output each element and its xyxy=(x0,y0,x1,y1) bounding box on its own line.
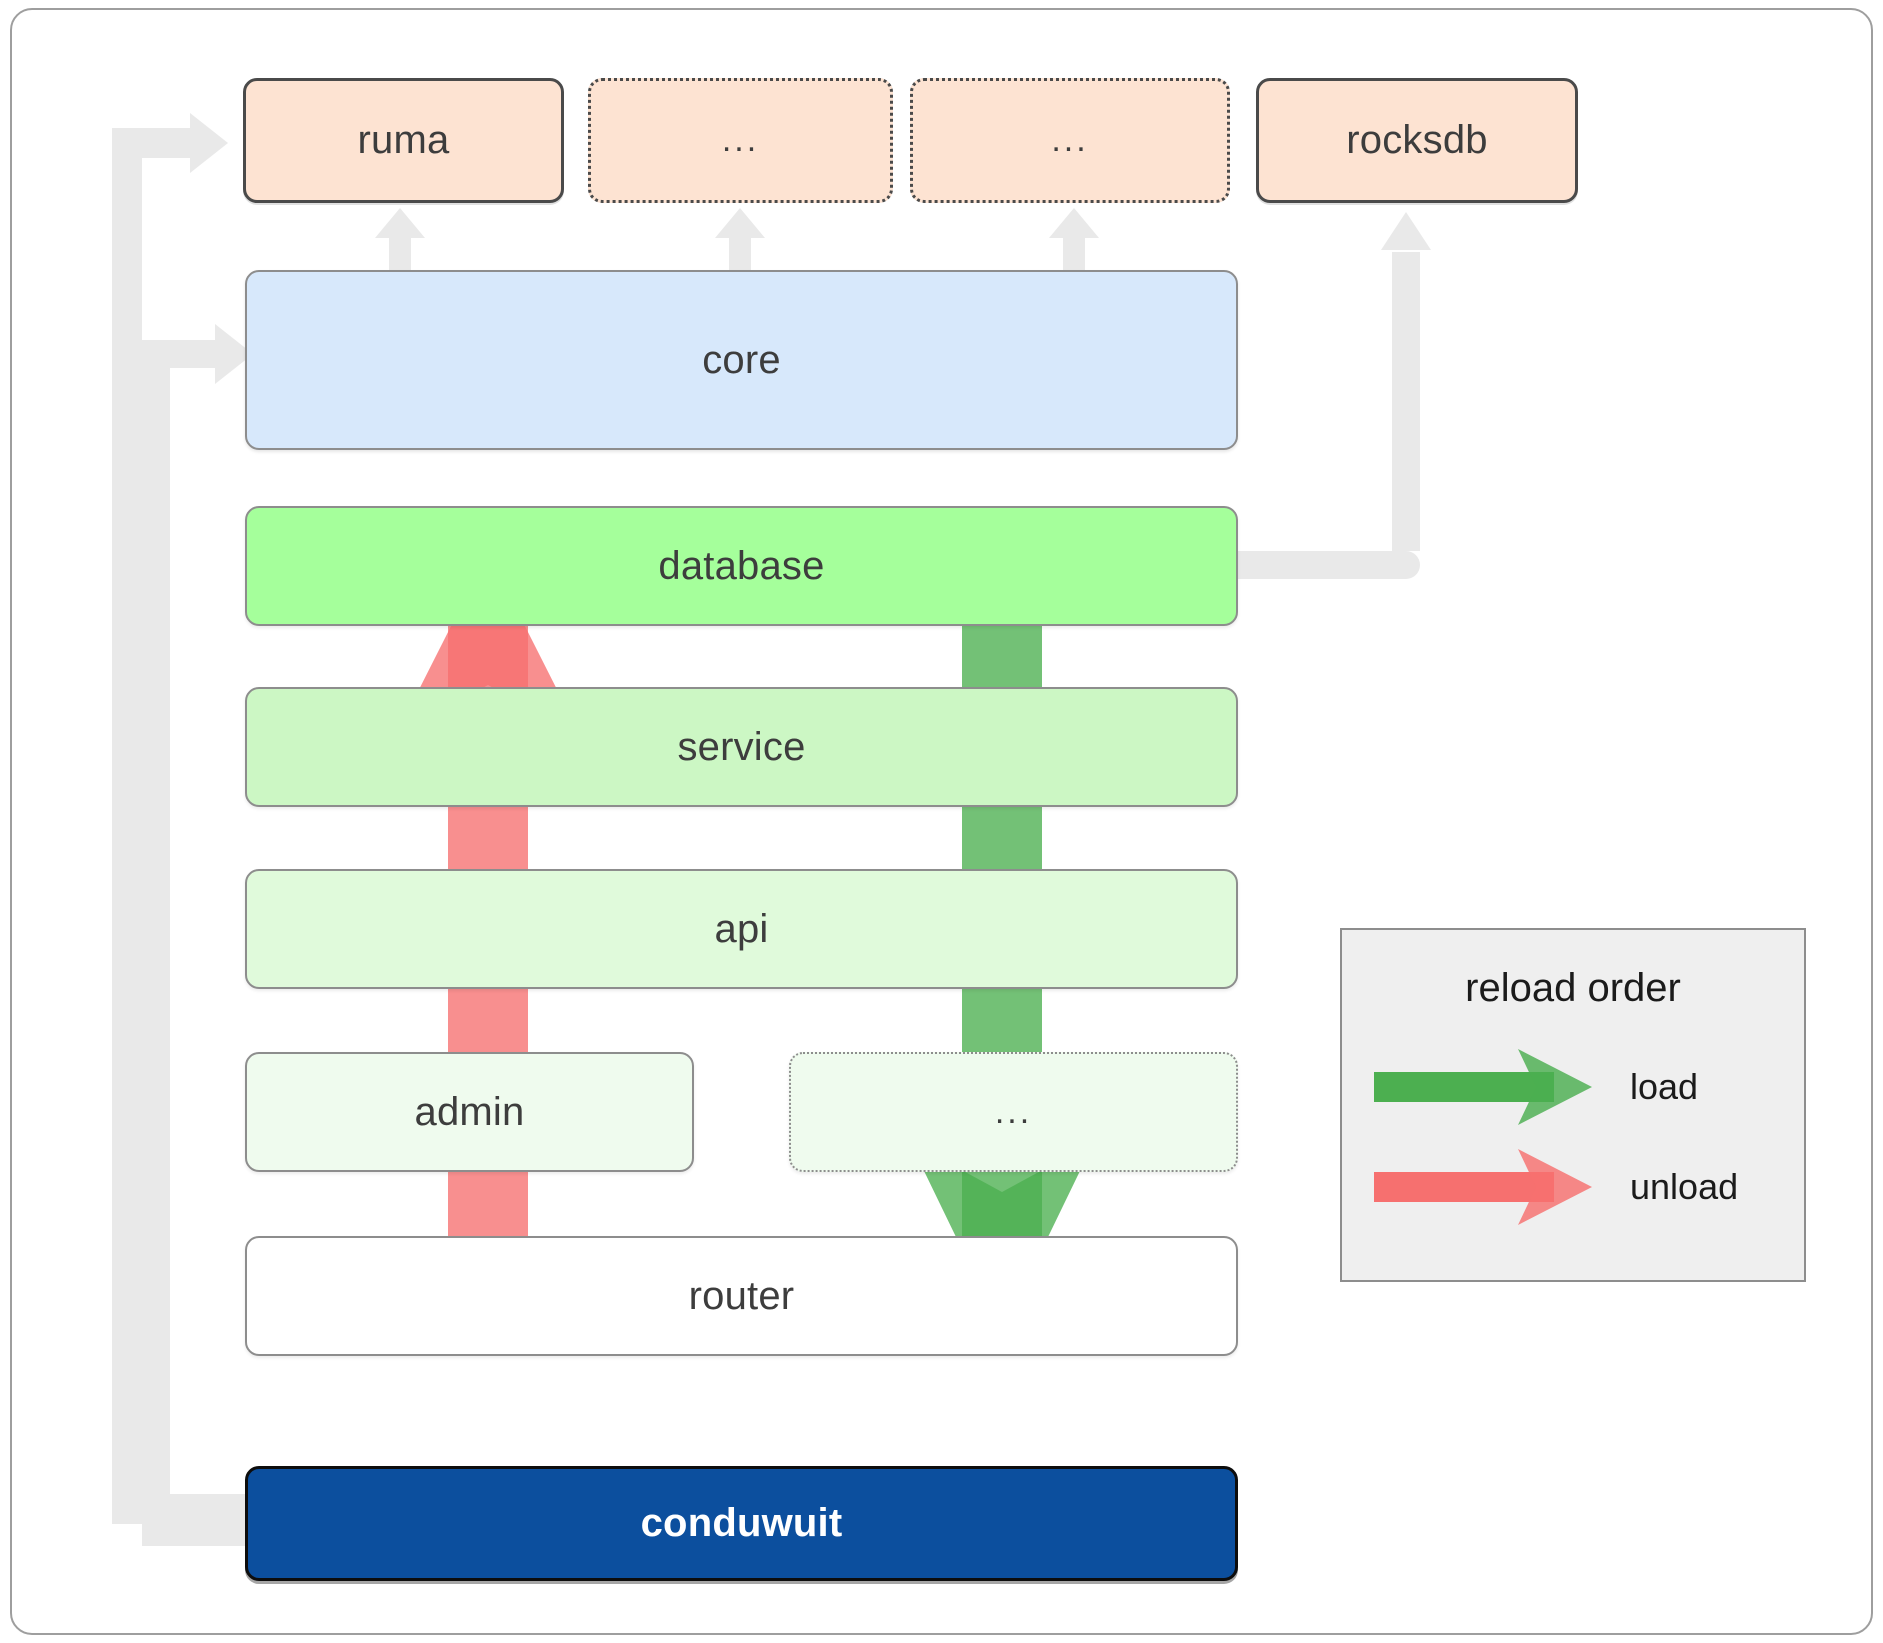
layer-box-service[interactable]: service xyxy=(245,687,1238,807)
layer-box-placeholder[interactable]: ... xyxy=(789,1052,1238,1172)
legend-load-label: load xyxy=(1630,1066,1699,1107)
connector-rocksdb-arrowhead xyxy=(1381,212,1431,250)
dependency-label-rocksdb: rocksdb xyxy=(1346,118,1488,162)
layer-label-service: service xyxy=(677,724,806,769)
layer-box-api[interactable]: api xyxy=(245,869,1238,989)
dependency-box-rocksdb[interactable]: rocksdb xyxy=(1256,78,1578,203)
core-label: core xyxy=(702,337,781,382)
legend-panel: reload order load unload xyxy=(1340,928,1806,1282)
layer-box-router[interactable]: router xyxy=(245,1236,1238,1356)
connector-core-to-ruma-arrowhead xyxy=(375,208,425,238)
legend-unload-arrow-head xyxy=(1518,1149,1592,1225)
dependency-label-placeholder-1: ... xyxy=(721,121,760,159)
connector-database-to-rocksdb-vertical xyxy=(1392,252,1420,551)
layer-label-router: router xyxy=(688,1273,795,1318)
app-label-conduwuit: conduwuit xyxy=(640,1501,843,1545)
layer-box-admin[interactable]: admin xyxy=(245,1052,694,1172)
connector-conduwuit-to-core-vertical xyxy=(142,340,170,1546)
dependency-box-placeholder-1[interactable]: ... xyxy=(588,78,893,203)
layer-label-admin: admin xyxy=(414,1089,525,1134)
layer-box-database[interactable]: database xyxy=(245,506,1238,626)
connector-core-to-dots2-arrowhead xyxy=(1049,208,1099,238)
legend-load-arrow-head xyxy=(1518,1049,1592,1125)
dependency-label-placeholder-2: ... xyxy=(1051,121,1089,159)
legend-load-arrow-shaft xyxy=(1374,1072,1554,1102)
core-box[interactable]: core xyxy=(245,270,1238,450)
legend-unload-arrow-shaft xyxy=(1374,1172,1554,1202)
legend-unload-label: unload xyxy=(1630,1166,1739,1207)
connector-database-to-rocksdb-horizontal xyxy=(1225,551,1420,579)
layer-label-database: database xyxy=(658,543,825,588)
connector-core-to-dots1-arrowhead xyxy=(715,208,765,238)
connector-ruma-arrowhead xyxy=(190,113,228,173)
legend-title: reload order xyxy=(1465,966,1681,1010)
diagram-frame xyxy=(10,8,1873,1635)
dependency-box-placeholder-2[interactable]: ... xyxy=(910,78,1230,203)
connector-conduwuit-to-ruma-top xyxy=(112,128,192,158)
app-box-conduwuit[interactable]: conduwuit xyxy=(245,1466,1238,1581)
dependency-box-ruma[interactable]: ruma xyxy=(243,78,564,203)
connector-conduwuit-to-core-top xyxy=(142,340,217,368)
connector-conduwuit-to-ruma-vertical xyxy=(112,128,142,1524)
layer-label-api: api xyxy=(714,906,769,951)
dependency-label-ruma: ruma xyxy=(357,118,450,162)
layer-label-placeholder: ... xyxy=(994,1092,1033,1131)
